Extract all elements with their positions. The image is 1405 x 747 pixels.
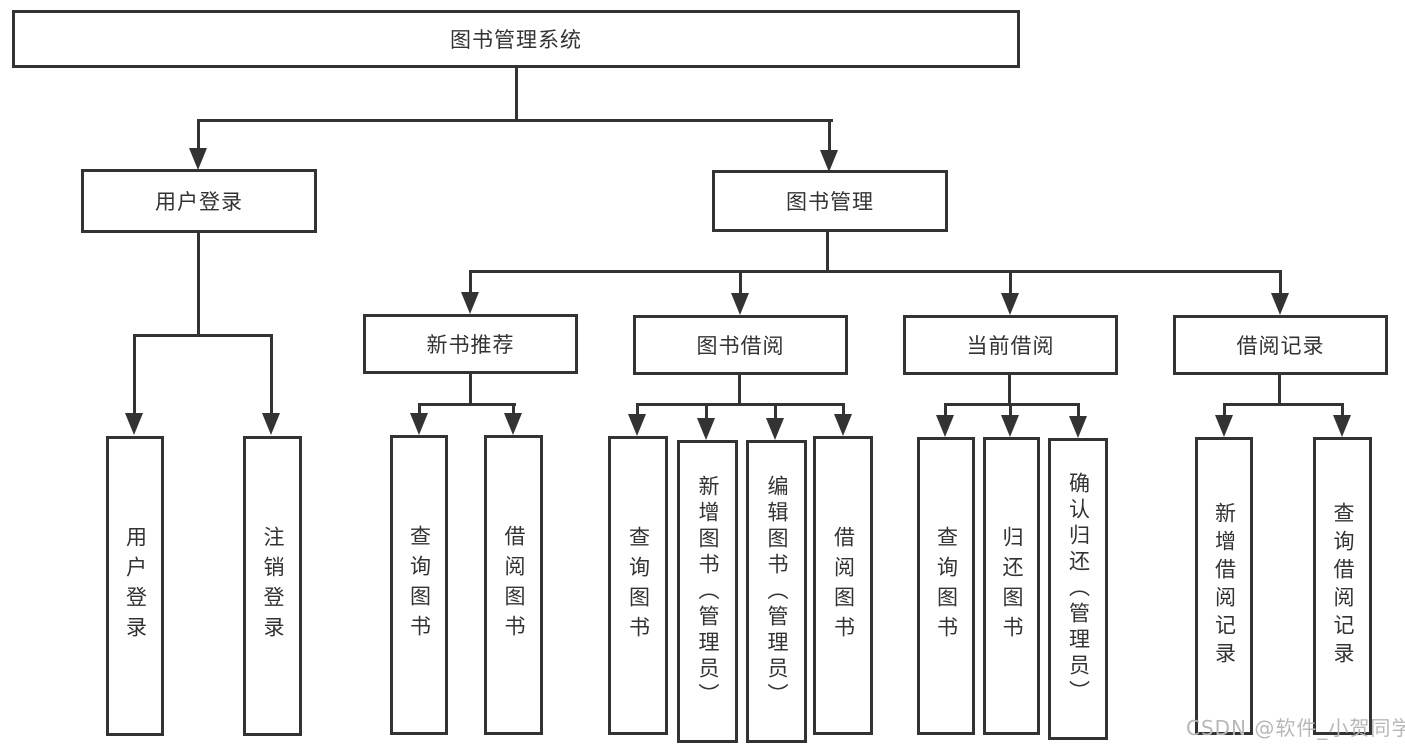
leaf-label: 新增图书（管理员） [696, 474, 720, 709]
leaf-query-books-recommend: 查询图书 [390, 435, 448, 735]
leaf-return-books: 归还图书 [983, 437, 1040, 735]
leaf-add-books-admin: 新增图书（管理员） [677, 440, 738, 743]
arrow-down-icon [504, 413, 522, 435]
node-borrow-records: 借阅记录 [1173, 315, 1388, 375]
arrow-down-icon [189, 148, 207, 170]
leaf-label: 归还图书 [1000, 526, 1024, 646]
leaf-edit-books-admin: 编辑图书（管理员） [746, 440, 807, 743]
arrow-down-icon [1001, 293, 1019, 315]
leaf-add-borrow-record: 新增借阅记录 [1195, 437, 1253, 735]
leaf-label: 注销登录 [261, 526, 285, 646]
leaf-label: 查询图书 [626, 525, 651, 646]
leaf-query-books-current: 查询图书 [917, 437, 975, 735]
connector-line [133, 334, 273, 337]
node-library-system: 图书管理系统 [12, 10, 1020, 68]
connector-line [270, 334, 273, 414]
leaf-label: 查询图书 [934, 526, 959, 646]
connector-line [774, 403, 777, 419]
connector-line [1009, 403, 1012, 415]
connector-line [469, 372, 472, 406]
arrow-down-icon [820, 150, 838, 172]
leaf-label: 用户登录 [123, 526, 148, 646]
arrow-down-icon [834, 414, 852, 436]
arrow-down-icon [125, 413, 143, 435]
leaf-label: 查询借阅记录 [1331, 502, 1355, 670]
watermark: CSDN @软件_小贺同学 [1186, 716, 1405, 740]
arrow-down-icon [1001, 415, 1019, 437]
node-book-management: 图书管理 [712, 170, 948, 232]
node-book-borrow: 图书借阅 [633, 315, 848, 375]
leaf-query-borrow-record: 查询借阅记录 [1313, 437, 1372, 735]
arrow-down-icon [936, 415, 954, 437]
connector-line [739, 270, 742, 294]
leaf-logout: 注销登录 [243, 436, 302, 736]
connector-line [197, 231, 200, 337]
arrow-down-icon [731, 293, 749, 315]
connector-line [842, 403, 845, 415]
leaf-label: 查询图书 [407, 525, 432, 645]
leaf-borrow-books-recommend: 借阅图书 [484, 435, 543, 735]
node-current-borrow: 当前借阅 [903, 315, 1118, 375]
arrow-down-icon [1333, 415, 1351, 437]
leaf-label: 确认归还（管理员） [1066, 472, 1091, 706]
leaf-label: 新增借阅记录 [1212, 502, 1237, 670]
connector-line [705, 403, 708, 419]
arrow-down-icon [461, 292, 479, 314]
connector-line [197, 119, 200, 150]
connector-line [1223, 403, 1344, 406]
connector-line [944, 403, 947, 415]
connector-line [1341, 403, 1344, 415]
connector-line [133, 334, 136, 414]
connector-line [515, 66, 518, 121]
connector-line [1008, 372, 1011, 406]
connector-line [828, 119, 831, 152]
leaf-label: 借阅图书 [502, 525, 526, 645]
connector-line [636, 403, 845, 406]
connector-line [1278, 372, 1281, 406]
connector-line [512, 403, 515, 415]
connector-line [738, 372, 741, 406]
connector-line [1009, 270, 1012, 294]
connector-line [1223, 403, 1226, 415]
node-user-login: 用户登录 [81, 169, 317, 233]
leaf-label: 借阅图书 [831, 525, 856, 646]
connector-line [944, 403, 1080, 406]
node-label: 新书推荐 [426, 333, 515, 357]
connector-line [826, 231, 829, 273]
arrow-down-icon [697, 418, 715, 440]
arrow-down-icon [410, 413, 428, 435]
arrow-down-icon [1271, 293, 1289, 315]
connector-line [418, 403, 421, 415]
arrow-down-icon [1215, 415, 1233, 437]
arrow-down-icon [262, 413, 280, 435]
node-label: 图书借阅 [696, 334, 785, 358]
leaf-confirm-return-admin: 确认归还（管理员） [1048, 438, 1108, 740]
leaf-user-login: 用户登录 [106, 436, 164, 736]
connector-line [636, 403, 639, 415]
connector-line [469, 270, 1282, 273]
leaf-borrow-books: 借阅图书 [813, 436, 873, 735]
node-label: 当前借阅 [966, 334, 1055, 358]
connector-line [1077, 403, 1080, 417]
node-label: 图书管理系统 [450, 28, 582, 52]
node-label: 图书管理 [786, 190, 874, 214]
connector-line [469, 270, 472, 294]
node-label: 借阅记录 [1236, 334, 1325, 358]
arrow-down-icon [766, 418, 784, 440]
node-new-book-recommend: 新书推荐 [363, 314, 578, 374]
node-label: 用户登录 [155, 190, 243, 214]
connector-line [1279, 270, 1282, 294]
arrow-down-icon [628, 414, 646, 436]
leaf-label: 编辑图书（管理员） [765, 474, 789, 709]
leaf-query-books-borrow: 查询图书 [608, 436, 668, 735]
arrow-down-icon [1069, 416, 1087, 438]
connector-line [418, 403, 516, 406]
connector-line [197, 119, 833, 122]
